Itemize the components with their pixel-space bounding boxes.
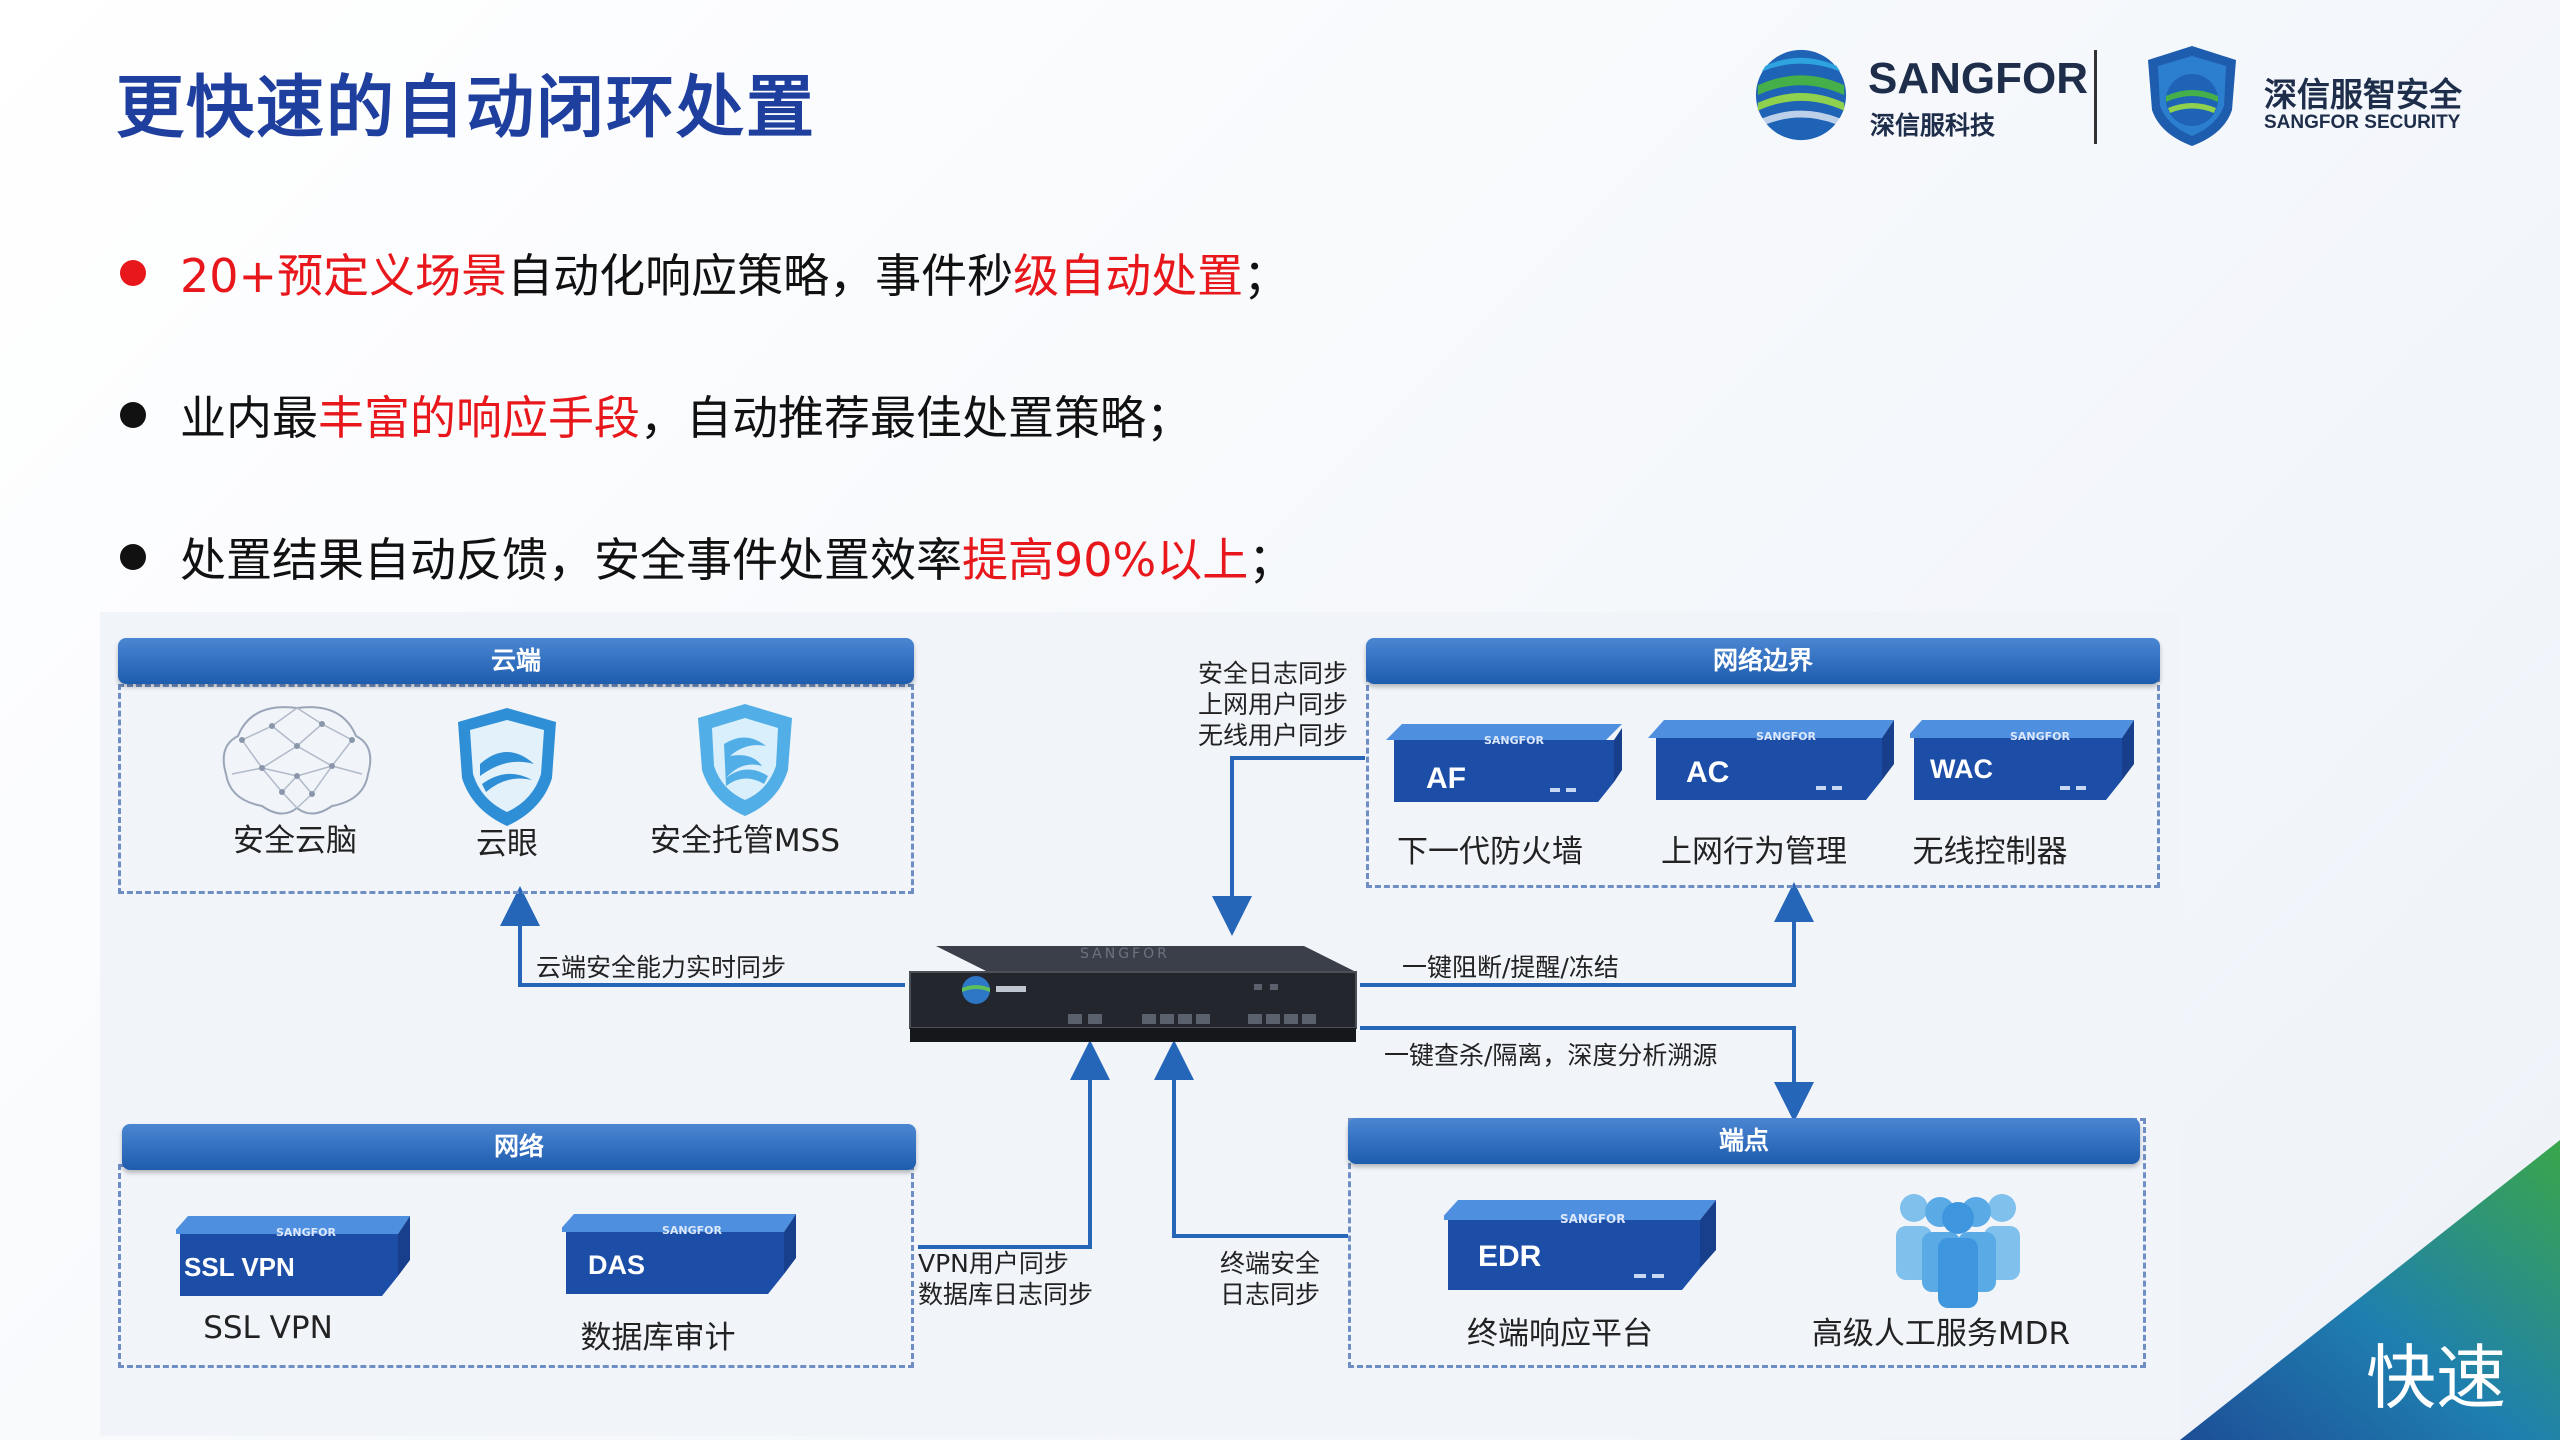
network-item-sslvpn: SSL VPN bbox=[203, 1310, 333, 1346]
flow-kill: 一键查杀/隔离，深度分析溯源 bbox=[1384, 1041, 1718, 1070]
das-brand: SANGFOR bbox=[662, 1224, 723, 1237]
sslvpn-device-icon bbox=[176, 1216, 410, 1296]
af-tag: AF bbox=[1426, 762, 1466, 795]
cloud-item-brain: 安全云脑 bbox=[233, 823, 357, 859]
cloud-eye-shield-icon bbox=[458, 708, 556, 826]
people-group-icon bbox=[1896, 1194, 2020, 1308]
bullet-3: 处置结果自动反馈，安全事件处置效率提高90%以上； bbox=[120, 524, 1294, 590]
wac-brand: SANGFOR bbox=[2010, 730, 2071, 743]
ac-tag: AC bbox=[1686, 756, 1730, 789]
endpoint-header: 端点 bbox=[1348, 1118, 2140, 1164]
bullet-text: 业内最丰富的响应手段，自动推荐最佳处置策略； bbox=[180, 391, 1192, 445]
flow-terminal-sync: 终端安全 日志同步 bbox=[1220, 1249, 1321, 1309]
edr-brand: SANGFOR bbox=[1560, 1212, 1626, 1226]
sangfor-brand-cn: 深信服科技 bbox=[1870, 112, 1996, 140]
mss-shield-icon bbox=[698, 704, 792, 816]
edr-tag: EDR bbox=[1478, 1240, 1542, 1273]
wac-device: WAC SANGFOR bbox=[1910, 716, 2136, 806]
af-brand: SANGFOR bbox=[1484, 734, 1545, 747]
boundary-item-af: 下一代防火墙 bbox=[1397, 834, 1583, 870]
boundary-item-wac: 无线控制器 bbox=[1912, 834, 2068, 870]
edr-device: EDR SANGFOR bbox=[1444, 1196, 1720, 1296]
das-device-icon bbox=[562, 1214, 796, 1294]
security-shield-icon bbox=[2148, 46, 2236, 146]
bullet-text: 处置结果自动反馈，安全事件处置效率提高90%以上； bbox=[180, 533, 1295, 587]
flow-block: 一键阻断/提醒/冻结 bbox=[1402, 953, 1619, 982]
bullet-dot bbox=[120, 260, 146, 286]
corner-label: 快速 bbox=[2366, 1337, 2506, 1419]
bullet-1: 20+预定义场景自动化响应策略，事件秒级自动处置； bbox=[120, 240, 1289, 306]
corner-triangle bbox=[2180, 1140, 2560, 1440]
central-appliance-icon bbox=[909, 946, 1357, 1042]
cloud-box bbox=[118, 684, 914, 894]
sslvpn-tag: SSL VPN bbox=[184, 1252, 295, 1282]
boundary-item-ac: 上网行为管理 bbox=[1661, 834, 1847, 870]
ac-device: AC SANGFOR bbox=[1646, 716, 1896, 806]
flow-vpn-sync: VPN用户同步 数据库日志同步 bbox=[918, 1249, 1094, 1309]
das-tag: DAS bbox=[588, 1250, 646, 1280]
edr-device-icon bbox=[1444, 1200, 1716, 1290]
endpoint-item-edr: 终端响应平台 bbox=[1467, 1316, 1653, 1352]
endpoint-item-mdr: 高级人工服务MDR bbox=[1811, 1316, 2071, 1352]
security-brand-en: SANGFOR SECURITY bbox=[2264, 112, 2461, 133]
network-item-das: 数据库审计 bbox=[580, 1320, 736, 1356]
page-title: 更快速的自动闭环处置 bbox=[116, 69, 817, 148]
security-brand-cn: 深信服智安全 bbox=[2264, 76, 2462, 113]
flow-boundary-sync: 安全日志同步 上网用户同步 无线用户同步 bbox=[1198, 659, 1349, 750]
das-device: DAS SANGFOR bbox=[562, 1210, 798, 1300]
network-header: 网络 bbox=[122, 1124, 916, 1170]
sslvpn-device: SSL VPN SANGFOR bbox=[176, 1212, 412, 1300]
flow-cloud-sync: 云端安全能力实时同步 bbox=[536, 953, 787, 982]
cloud-header: 云端 bbox=[118, 638, 914, 684]
logo-divider bbox=[2094, 50, 2097, 144]
wac-tag: WAC bbox=[1930, 754, 1993, 784]
af-device: AF SANGFOR bbox=[1384, 720, 1624, 806]
sslvpn-brand: SANGFOR bbox=[276, 1226, 337, 1239]
sangfor-brand: SANGFOR bbox=[1868, 54, 2088, 103]
bullet-2: 业内最丰富的响应手段，自动推荐最佳处置策略； bbox=[120, 382, 1192, 448]
sangfor-logo: SANGFOR 深信服科技 bbox=[1752, 46, 2088, 146]
af-device-icon bbox=[1386, 724, 1622, 802]
central-appliance-brand: SANGFOR bbox=[1080, 946, 1170, 962]
wac-device-icon bbox=[1910, 720, 2134, 800]
bullet-dot bbox=[120, 544, 146, 570]
bullet-dot bbox=[120, 402, 146, 428]
cloud-item-eye: 云眼 bbox=[476, 826, 538, 862]
sangfor-security-logo: 深信服智安全 SANGFOR SECURITY bbox=[2144, 44, 2464, 150]
cloud-item-mss: 安全托管MSS bbox=[649, 823, 841, 859]
sangfor-globe-icon bbox=[1755, 49, 1847, 141]
bullet-text: 20+预定义场景自动化响应策略，事件秒级自动处置； bbox=[180, 249, 1290, 303]
ac-device-icon bbox=[1648, 720, 1894, 800]
boundary-header: 网络边界 bbox=[1366, 638, 2160, 684]
ac-brand: SANGFOR bbox=[1756, 730, 1817, 743]
brain-network-icon bbox=[222, 706, 372, 815]
